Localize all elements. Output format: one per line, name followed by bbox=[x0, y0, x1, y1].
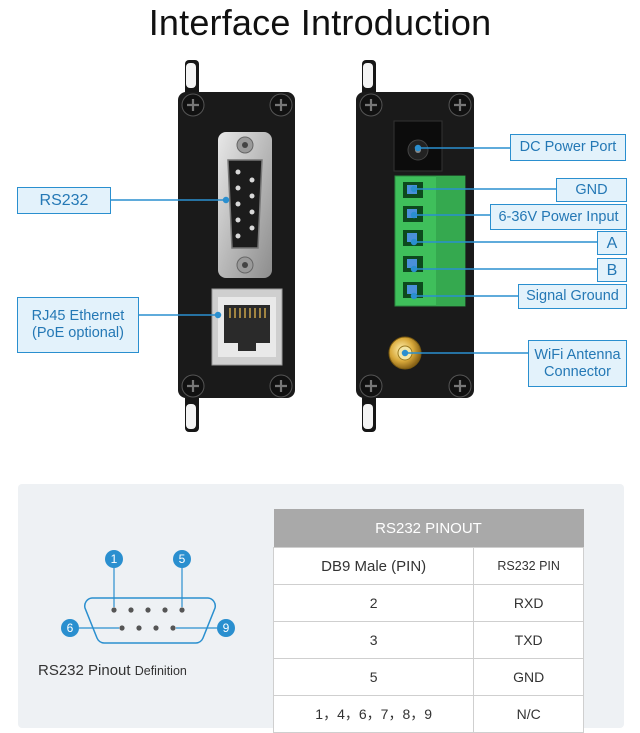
label-rj45-ethernet: RJ45 Ethernet (PoE optional) bbox=[17, 297, 139, 353]
label-wifi-line2: Connector bbox=[544, 363, 611, 380]
pin-cell: 2 bbox=[272, 584, 475, 622]
table-row: 5 GND bbox=[272, 658, 584, 696]
label-rj45-line2: (PoE optional) bbox=[32, 325, 124, 341]
label-signal-ground: Signal Ground bbox=[518, 284, 627, 309]
pinout-caption: RS232 Pinout Definition bbox=[38, 662, 187, 679]
pin-label-5: 5 bbox=[179, 552, 186, 566]
pin-cell: 1，4，6，7，8，9 bbox=[272, 695, 475, 733]
page-title: Interface Introduction bbox=[148, 2, 492, 43]
signal-cell: N/C bbox=[473, 695, 584, 733]
label-a: A bbox=[597, 231, 627, 255]
label-dc-power-port: DC Power Port bbox=[510, 134, 626, 161]
db9-pinout-diagram: 1 5 6 9 bbox=[61, 550, 235, 644]
pin-label-6: 6 bbox=[67, 621, 74, 635]
pin-label-9: 9 bbox=[223, 621, 230, 635]
pin-badge-1 bbox=[105, 550, 123, 568]
signal-cell: TXD bbox=[473, 621, 584, 659]
pin-badge-9 bbox=[217, 619, 235, 637]
right-device-panel bbox=[356, 60, 474, 432]
label-power-input: 6-36V Power Input bbox=[490, 204, 627, 230]
rj45-port bbox=[211, 288, 283, 366]
table-row: 3 TXD bbox=[272, 621, 584, 659]
device-illustration bbox=[110, 60, 597, 432]
pinout-table-title: RS232 PINOUT bbox=[273, 509, 584, 548]
pinout-caption-small: Definition bbox=[134, 664, 187, 678]
signal-cell: GND bbox=[473, 658, 584, 696]
pinout-col-header-rs232: RS232 PIN bbox=[473, 547, 584, 585]
db9-connector bbox=[218, 132, 272, 278]
signal-cell: RXD bbox=[473, 584, 584, 622]
pinout-table: RS232 PINOUT DB9 Male (PIN) RS232 PIN 2 … bbox=[272, 509, 584, 733]
left-device-panel bbox=[178, 60, 295, 432]
table-row: 1，4，6，7，8，9 N/C bbox=[272, 695, 584, 733]
pinout-caption-main: RS232 Pinout bbox=[38, 662, 135, 679]
pinout-col-header-db9: DB9 Male (PIN) bbox=[272, 547, 475, 585]
terminal-block bbox=[394, 175, 466, 307]
label-b: B bbox=[597, 258, 627, 282]
label-rs232: RS232 bbox=[17, 187, 111, 214]
pin-cell: 3 bbox=[272, 621, 475, 659]
pin-label-1: 1 bbox=[111, 552, 118, 566]
table-row: 2 RXD bbox=[272, 584, 584, 622]
label-wifi-line1: WiFi Antenna bbox=[534, 346, 621, 363]
db9-shell bbox=[83, 597, 217, 644]
pin-badge-5 bbox=[173, 550, 191, 568]
pin-badge-6 bbox=[61, 619, 79, 637]
label-wifi-antenna: WiFi Antenna Connector bbox=[528, 340, 627, 387]
label-rj45-line1: RJ45 Ethernet bbox=[31, 308, 125, 324]
label-gnd: GND bbox=[556, 178, 627, 202]
pin-cell: 5 bbox=[272, 658, 475, 696]
